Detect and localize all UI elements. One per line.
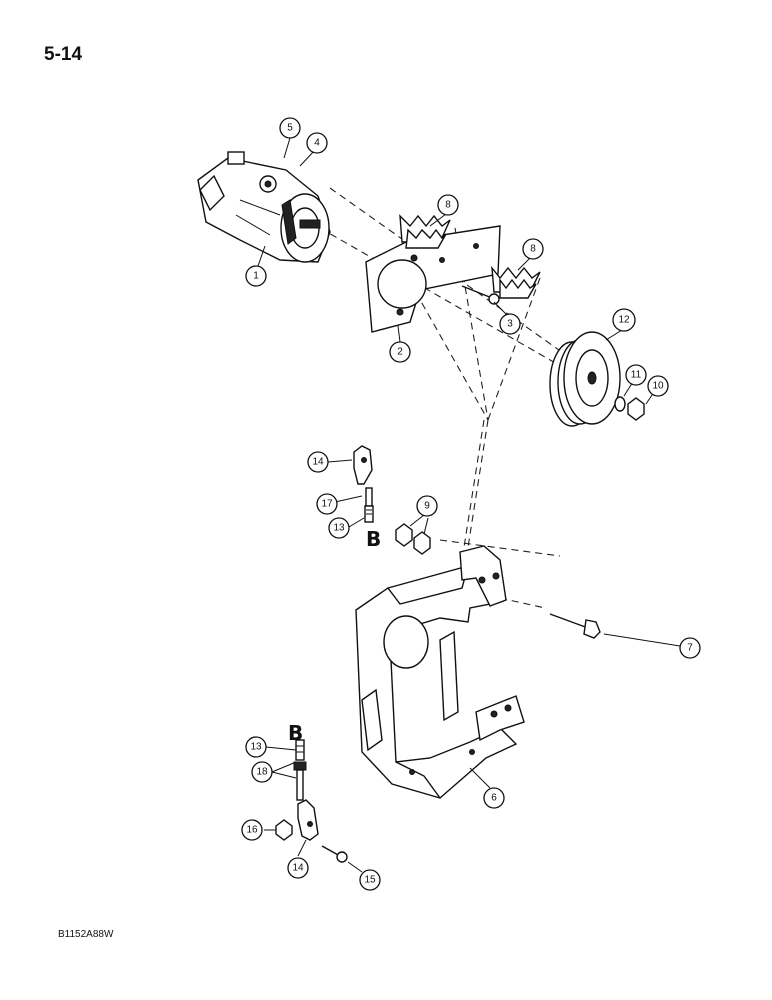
svg-text:16: 16 — [246, 825, 258, 836]
page-number: 5-14 — [44, 44, 83, 65]
callout-4: 4 — [306, 132, 328, 154]
callout-15: 15 — [359, 869, 381, 891]
callout-16: 16 — [241, 819, 263, 841]
shims-upper — [399, 214, 451, 249]
svg-text:11: 11 — [631, 370, 642, 381]
reference-letter-upper: B — [366, 527, 381, 551]
callout-2: 2 — [389, 341, 411, 363]
svg-text:13: 13 — [250, 742, 262, 753]
svg-text:18: 18 — [256, 767, 268, 778]
svg-text:3: 3 — [507, 319, 513, 330]
callout-7: 7 — [679, 637, 701, 659]
callout-3: 3 — [499, 313, 521, 335]
svg-text:4: 4 — [314, 138, 320, 149]
rod-end-upper — [364, 487, 374, 523]
washer-part-11 — [614, 396, 626, 412]
clevis-lower — [297, 799, 319, 841]
callout-12: 12 — [612, 308, 636, 332]
svg-text:1: 1 — [253, 271, 259, 282]
callout-10: 10 — [647, 375, 669, 397]
callout-18: 18 — [251, 761, 273, 783]
svg-text:8: 8 — [445, 200, 451, 211]
callout-6: 6 — [483, 787, 505, 809]
pump-assembly — [197, 151, 331, 263]
callout-9: 9 — [416, 495, 438, 517]
nut-part-16 — [275, 819, 293, 841]
nuts-part-9 — [395, 523, 431, 555]
bolt-part-7 — [549, 613, 601, 639]
shims-lower — [491, 265, 541, 299]
callout-13-lower: 13 — [245, 736, 267, 758]
nut-part-10 — [627, 397, 645, 421]
svg-text:9: 9 — [424, 501, 430, 512]
pulley — [549, 331, 621, 427]
callout-13-upper: 13 — [328, 517, 350, 539]
callout-8-upper: 8 — [437, 194, 459, 216]
svg-text:12: 12 — [618, 315, 630, 326]
callout-17: 17 — [316, 493, 338, 515]
callout-14-upper: 14 — [307, 451, 329, 473]
callout-11: 11 — [625, 364, 647, 386]
mounting-plate — [365, 225, 501, 333]
reference-letter-lower: B — [288, 721, 303, 745]
svg-text:14: 14 — [292, 863, 304, 874]
leader-lines — [257, 137, 681, 873]
svg-text:2: 2 — [397, 347, 403, 358]
svg-text:17: 17 — [321, 499, 333, 510]
callout-1: 1 — [245, 265, 267, 287]
clevis-upper — [353, 445, 373, 485]
svg-text:15: 15 — [364, 875, 376, 886]
svg-text:8: 8 — [530, 244, 536, 255]
svg-text:7: 7 — [687, 643, 693, 654]
svg-text:10: 10 — [652, 381, 664, 392]
callout-8-lower: 8 — [522, 238, 544, 260]
rod-end-lower — [293, 739, 307, 801]
figure-code: B1152A88W — [58, 929, 114, 940]
callout-5: 5 — [279, 117, 301, 139]
svg-text:6: 6 — [491, 793, 497, 804]
bracket — [355, 545, 525, 799]
svg-text:5: 5 — [287, 123, 293, 134]
svg-text:13: 13 — [333, 523, 345, 534]
callout-14-lower: 14 — [287, 857, 309, 879]
svg-text:14: 14 — [312, 457, 324, 468]
bolt-part-15 — [321, 845, 348, 863]
bolt-part-3 — [461, 285, 500, 305]
